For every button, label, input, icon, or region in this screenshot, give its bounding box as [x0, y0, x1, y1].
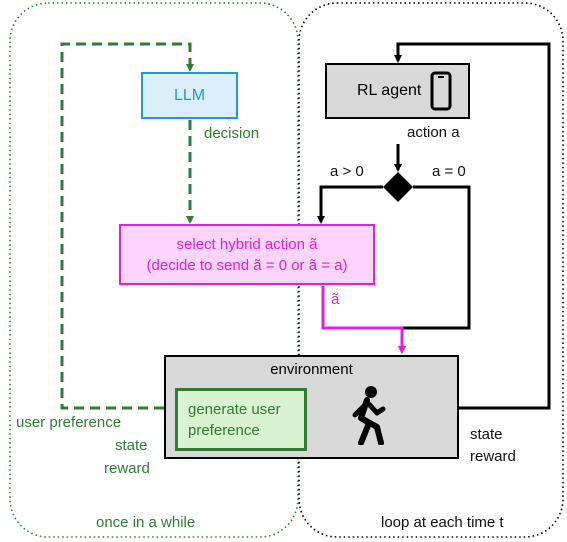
llm-label: LLM [173, 86, 206, 104]
generate-user-preference-box: generate user preference [175, 388, 307, 451]
region-right-label: loop at each time t [381, 514, 504, 531]
reward-right-label: reward [470, 448, 516, 465]
region-left-label: once in a while [96, 514, 196, 531]
select-line-2: (decide to send ã = 0 or ã = a) [146, 256, 348, 274]
decision-label: decision [204, 125, 260, 142]
a-gt-0-arrow [317, 185, 383, 224]
user-preference-arrow [60, 42, 194, 410]
select-line-1: select hybrid action ã [176, 235, 318, 253]
state-right-label: state [470, 426, 503, 443]
phone-icon [430, 71, 452, 111]
decision-diamond [383, 172, 413, 202]
hybrid-action-arrow [321, 286, 406, 354]
a-tilde-label: ã [331, 291, 340, 308]
llm-box: LLM [141, 72, 238, 119]
rl-agent-box: RL agent [325, 63, 470, 119]
action-a-label: action a [407, 124, 460, 141]
a-gt-0-label: a > 0 [330, 163, 364, 180]
reward-left-label: reward [104, 460, 150, 477]
select-hybrid-action-box: select hybrid action ã (decide to send ã… [119, 224, 375, 285]
state-reward-loop [394, 42, 551, 410]
rl-agent-label: RL agent [357, 82, 422, 99]
state-left-label: state [115, 437, 148, 454]
walking-person-icon [352, 386, 386, 445]
user-preference-label: user preference [16, 414, 122, 431]
generate-line-1: generate user [188, 400, 281, 418]
environment-label: environment [270, 361, 353, 378]
generate-line-2: preference [188, 421, 260, 439]
a-eq-0-label: a = 0 [432, 163, 466, 180]
a-eq-0-arrow [398, 185, 471, 354]
